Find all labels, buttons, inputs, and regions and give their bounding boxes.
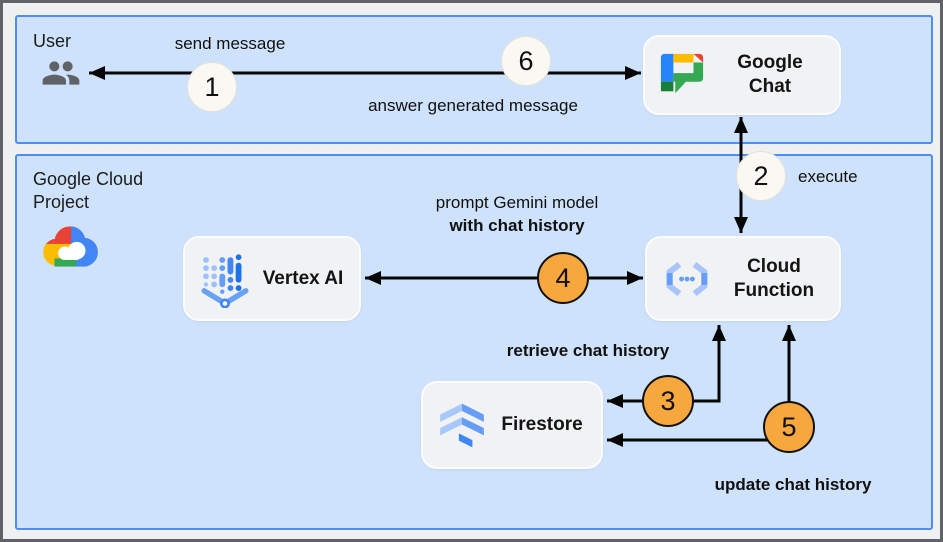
google-cloud-logo bbox=[43, 226, 98, 267]
label-prompt-gemini: prompt Gemini model with chat history bbox=[436, 191, 599, 237]
google-chat-logo bbox=[660, 53, 704, 94]
vertex-ai-icon bbox=[201, 253, 249, 308]
firestore-icon bbox=[440, 403, 484, 448]
label-send-message: send message bbox=[174, 34, 286, 53]
node-vertex-ai: Vertex AI bbox=[183, 236, 361, 321]
cloud-function-icon bbox=[666, 261, 708, 296]
step-badge-4: 4 bbox=[537, 252, 589, 304]
node-label: Google Chat bbox=[737, 52, 803, 97]
step-badge-2: 2 bbox=[736, 151, 786, 201]
node-google-chat: Google Chat bbox=[643, 35, 841, 115]
label-prompt-line1: prompt Gemini model bbox=[435, 193, 599, 212]
node-cloud-function: Cloud Function bbox=[645, 236, 841, 321]
label-retrieve-chat-history: retrieve chat history bbox=[506, 341, 670, 360]
step-badge-1: 1 bbox=[187, 62, 237, 112]
label-prompt-line2: with chat history bbox=[449, 216, 585, 235]
step-badge-3: 3 bbox=[642, 375, 694, 427]
label-update-chat-history: update chat history bbox=[714, 475, 872, 494]
node-label: Firestore bbox=[501, 414, 583, 435]
user-zone-label: User bbox=[33, 31, 72, 51]
node-label: Vertex AI bbox=[262, 267, 344, 289]
step-badge-5: 5 bbox=[763, 401, 815, 453]
node-label: Cloud Function bbox=[733, 255, 815, 301]
node-firestore: Firestore bbox=[421, 381, 603, 469]
step-badge-6: 6 bbox=[501, 36, 551, 86]
label-answer-generated-message: answer generated message bbox=[368, 96, 578, 115]
people-icon bbox=[42, 61, 80, 85]
gcp-zone-label: Google Cloud Project bbox=[33, 169, 144, 212]
label-execute: execute bbox=[798, 167, 858, 186]
